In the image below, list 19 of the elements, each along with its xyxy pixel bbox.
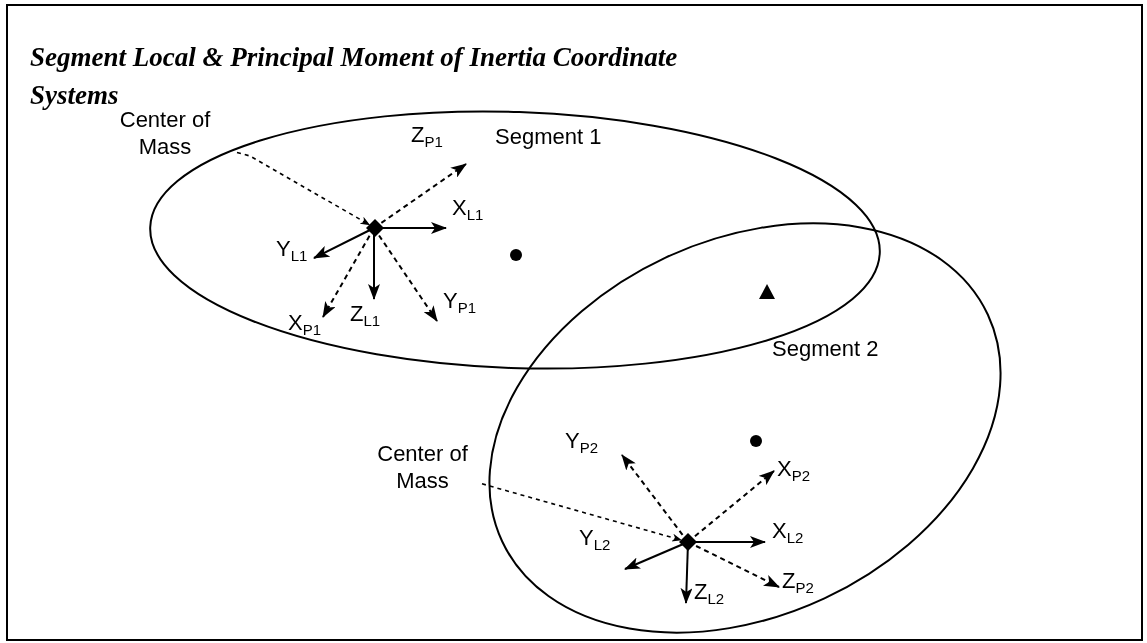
- axis-label: X$_{L2}$: [772, 520, 804, 546]
- segment-label: Segment 2: [772, 336, 879, 362]
- axis-label: X$_{P2}$: [777, 458, 811, 484]
- center-of-mass-marker: [366, 219, 384, 237]
- axis-label: Z$_{L1}$: [350, 303, 381, 329]
- axis-label: Y$_{P1}$: [443, 290, 477, 316]
- axis-label: X$_{P1}$: [288, 312, 322, 338]
- axis-label: Z$_{P2}$: [782, 570, 814, 596]
- center-of-mass-marker: [679, 533, 697, 551]
- axis-label: X$_{L1}$: [452, 197, 484, 223]
- axis-label: Y$_{P2}$: [565, 430, 599, 456]
- leader-line: [236, 151, 371, 226]
- axis-label: Y$_{L1}$: [276, 238, 308, 264]
- axis-label: Z$_{P1}$: [411, 124, 443, 150]
- leader-line: [481, 483, 682, 542]
- callout-text: Center of Mass: [376, 440, 469, 494]
- segment-label: Segment 1: [495, 124, 602, 150]
- axis-label: Y$_{L2}$: [579, 527, 611, 553]
- axis-label: Z$_{L2}$: [694, 581, 725, 607]
